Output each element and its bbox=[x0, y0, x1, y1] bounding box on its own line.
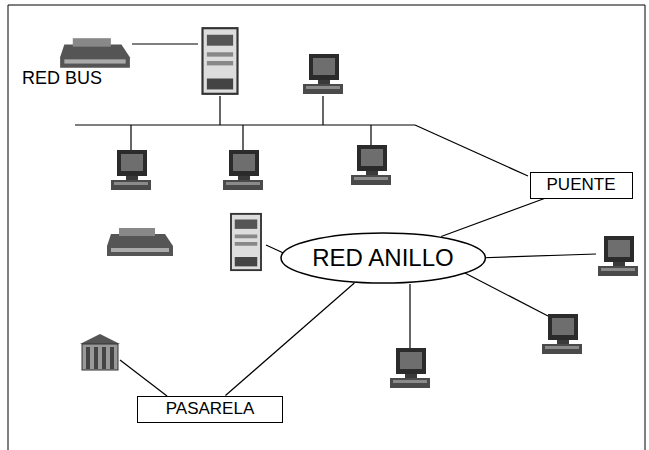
ellipse-outline bbox=[281, 233, 485, 283]
printer-icon bbox=[107, 228, 173, 256]
frame bbox=[8, 5, 645, 450]
network-link bbox=[225, 283, 354, 396]
server-icon bbox=[231, 214, 261, 270]
computer-icon bbox=[351, 145, 391, 185]
cable bbox=[120, 360, 167, 396]
computer-icon bbox=[598, 236, 638, 276]
network-link bbox=[441, 199, 544, 237]
computer-icon bbox=[390, 348, 430, 388]
cable bbox=[130, 125, 131, 150]
computer-icon bbox=[111, 150, 151, 190]
cable bbox=[415, 125, 528, 176]
computer-icon bbox=[542, 314, 582, 354]
cable bbox=[370, 125, 371, 145]
node-text: RED ANILLO bbox=[312, 244, 453, 272]
cable bbox=[132, 43, 198, 44]
bus-line bbox=[75, 124, 415, 125]
host-building-icon bbox=[80, 334, 120, 370]
cable bbox=[477, 254, 596, 258]
printer-icon bbox=[60, 38, 130, 68]
ring-network-ellipse: RED ANILLO bbox=[280, 232, 486, 284]
cable bbox=[463, 272, 548, 316]
cable bbox=[219, 96, 220, 125]
computer-icon bbox=[303, 54, 343, 94]
server-icon bbox=[203, 28, 238, 94]
network-label: RED BUS bbox=[22, 68, 102, 89]
cable bbox=[242, 125, 243, 150]
node-text: PASARELA bbox=[166, 399, 255, 419]
gateway-box: PASARELA bbox=[137, 396, 283, 423]
bridge-box: PUENTE bbox=[530, 172, 633, 199]
cable bbox=[322, 96, 323, 125]
cable bbox=[409, 284, 410, 350]
node-text: PUENTE bbox=[547, 175, 616, 195]
computer-icon bbox=[223, 150, 263, 190]
